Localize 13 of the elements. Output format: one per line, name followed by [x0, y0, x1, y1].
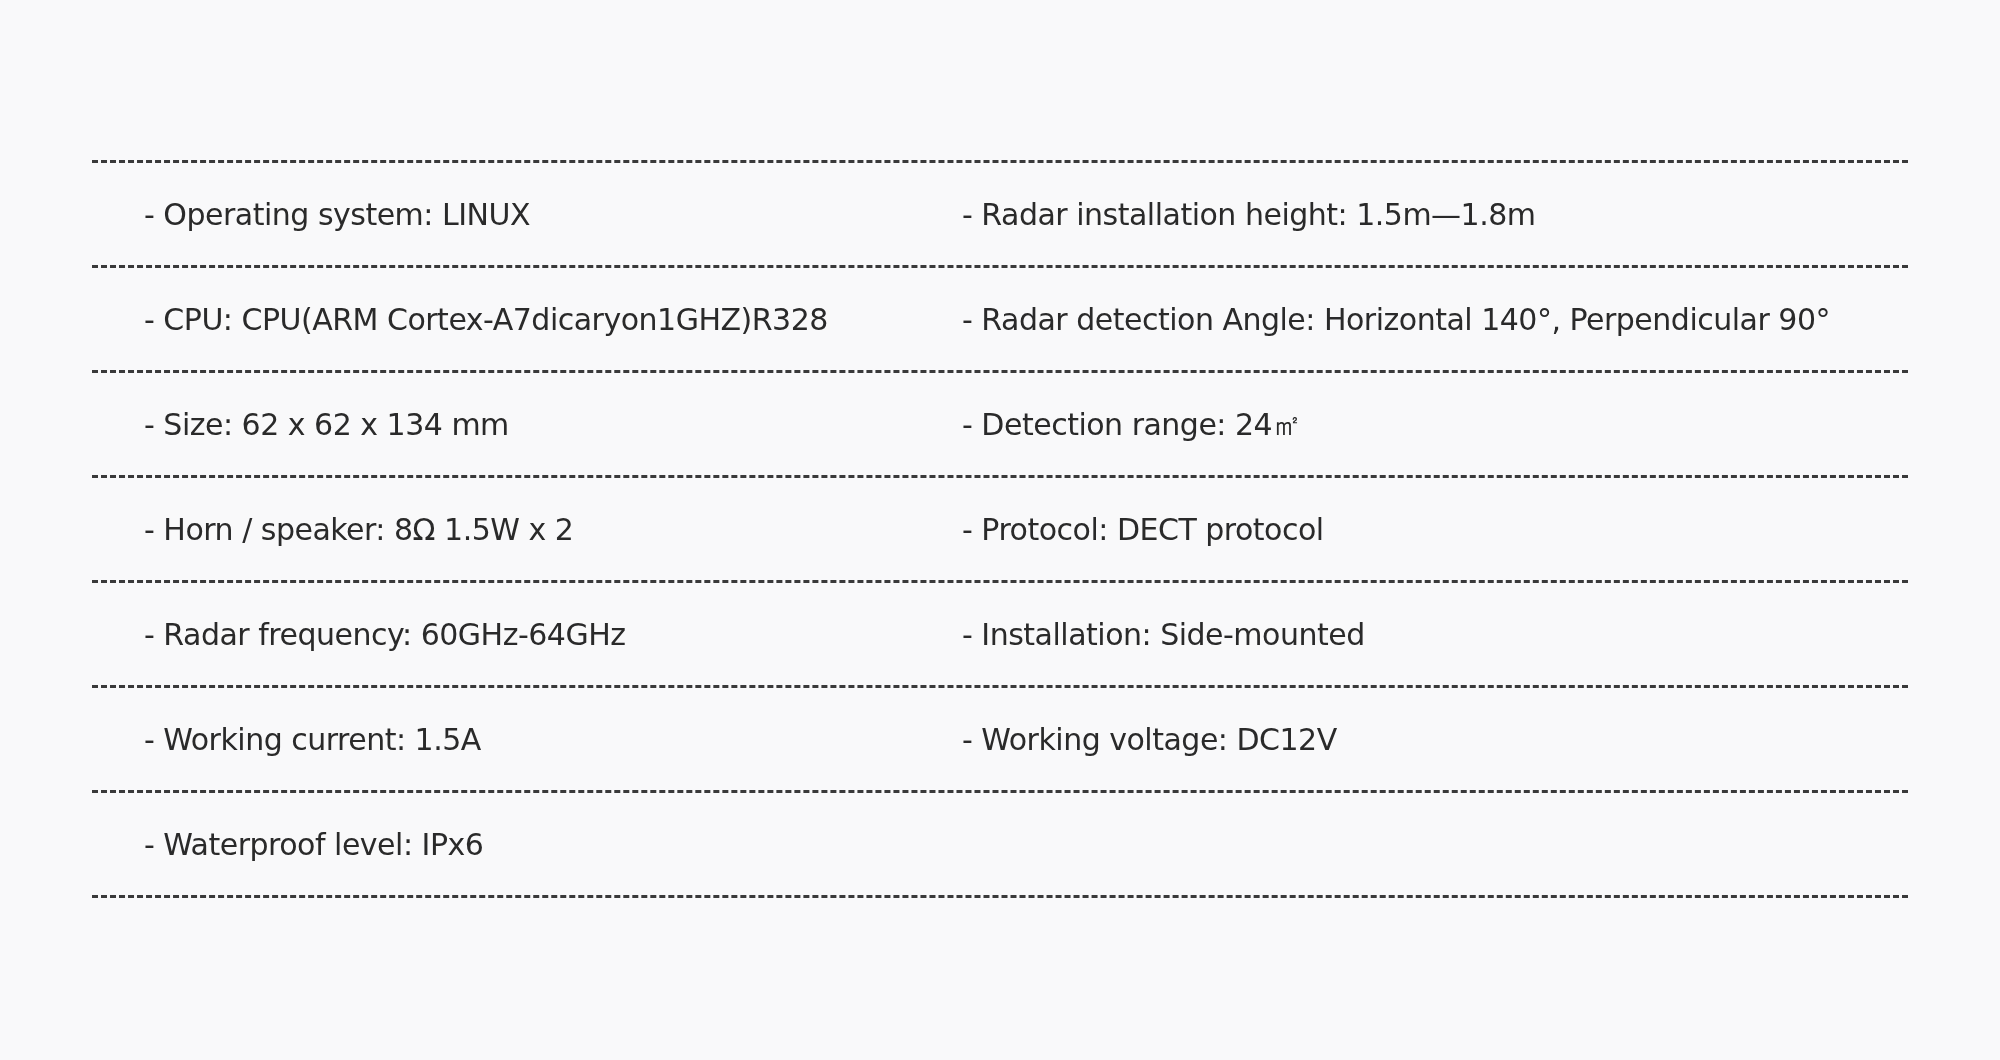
spec-text: - Detection range: 24㎡ — [962, 405, 1303, 444]
spec-text: - Horn / speaker: 8Ω 1.5W x 2 — [144, 510, 575, 549]
spec-text: - Working current: 1.5A — [144, 720, 482, 759]
spec-text: - Working voltage: DC12V — [962, 720, 1338, 759]
spec-text: - CPU: CPU(ARM Cortex-A7dicaryon1GHZ)R328 — [144, 300, 829, 339]
spec-text: - Size: 62 x 62 x 134 mm — [144, 405, 510, 444]
spec-text: - Waterproof level: IPx6 — [144, 825, 485, 864]
spec-text: - Radar detection Angle: Horizontal 140°, Perpendicular 90° — [962, 300, 1831, 339]
spec-text: - Operating system: LINUX — [144, 195, 531, 234]
spec-text: - Radar installation height: 1.5m—1.8m — [962, 195, 1537, 234]
spec-text: - Protocol: DECT protocol — [962, 510, 1325, 549]
spec-text: - Radar frequency: 60GHz-64GHz — [144, 615, 627, 654]
spec-text: - Installation: Side-mounted — [962, 615, 1366, 654]
